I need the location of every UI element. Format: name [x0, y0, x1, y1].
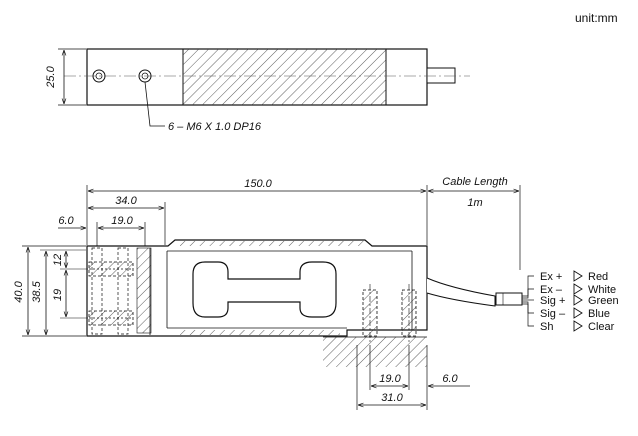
wire-row: Ex + Red [540, 270, 608, 283]
wire-signal: Ex + [540, 271, 562, 283]
dim-height-40: 40.0 [13, 280, 25, 302]
dim-edge-6: 6.0 [58, 215, 74, 227]
side-hole-right-1 [362, 284, 378, 344]
dim-bottom-19: 19.0 [379, 373, 401, 385]
dogbone-cutout [192, 261, 337, 318]
dim-top-height: 25.0 [45, 65, 57, 88]
wire-row: Ex – White [540, 283, 616, 296]
triangle-icon [573, 294, 583, 306]
wire-row: Sh Clear [540, 320, 615, 333]
side-view: 150.0 Cable Length 1m 34.0 6.0 19.0 40.0… [13, 176, 534, 410]
dim-bottom-6: 6.0 [442, 373, 458, 385]
wiring-legend: Ex + Red Ex – White Sig + Green Sig – Bl… [540, 270, 619, 333]
dim-length: 150.0 [244, 178, 272, 190]
triangle-icon [573, 283, 583, 295]
dim-cable-length-label: Cable Length [442, 176, 507, 188]
wire-fan [522, 275, 534, 327]
thread-callout: 6 – M6 X 1.0 DP16 [168, 121, 262, 133]
dim-pitch-19: 19.0 [111, 215, 133, 227]
wire-row: Sig + Green [540, 294, 619, 307]
unit-label: unit:mm [575, 11, 618, 25]
dim-bottom-31: 31.0 [381, 392, 403, 404]
top-hole-1 [92, 69, 106, 83]
mounting-base [323, 337, 427, 367]
dim-cable-length-value: 1m [467, 197, 482, 209]
side-cable [426, 277, 496, 307]
wire-signal: Sig – [540, 308, 566, 320]
side-hole-upper [88, 261, 134, 277]
wire-signal: Sh [540, 321, 553, 333]
triangle-icon [573, 320, 583, 332]
wire-signal: Sig + [540, 295, 565, 307]
wire-color: Blue [588, 308, 610, 320]
side-hole-right-2 [401, 284, 417, 344]
triangle-icon [573, 307, 583, 319]
side-hole-lower [88, 310, 134, 326]
dim-vert-12: 12 [52, 254, 64, 266]
wire-color: Green [588, 295, 619, 307]
wire-color: Red [588, 271, 608, 283]
dim-vert-19: 19 [52, 289, 64, 301]
dim-offset-34: 34.0 [115, 195, 137, 207]
wire-signal: Ex – [540, 284, 563, 296]
triangle-icon [573, 270, 583, 282]
wire-row: Sig – Blue [540, 307, 610, 320]
top-view: 25.0 6 – M6 X 1.0 DP16 [45, 48, 470, 133]
dim-height-38-5: 38.5 [31, 280, 43, 302]
wire-color: White [588, 284, 616, 296]
top-view-cable [426, 67, 456, 84]
top-view-hatch [183, 49, 386, 105]
wire-color: Clear [588, 321, 615, 333]
